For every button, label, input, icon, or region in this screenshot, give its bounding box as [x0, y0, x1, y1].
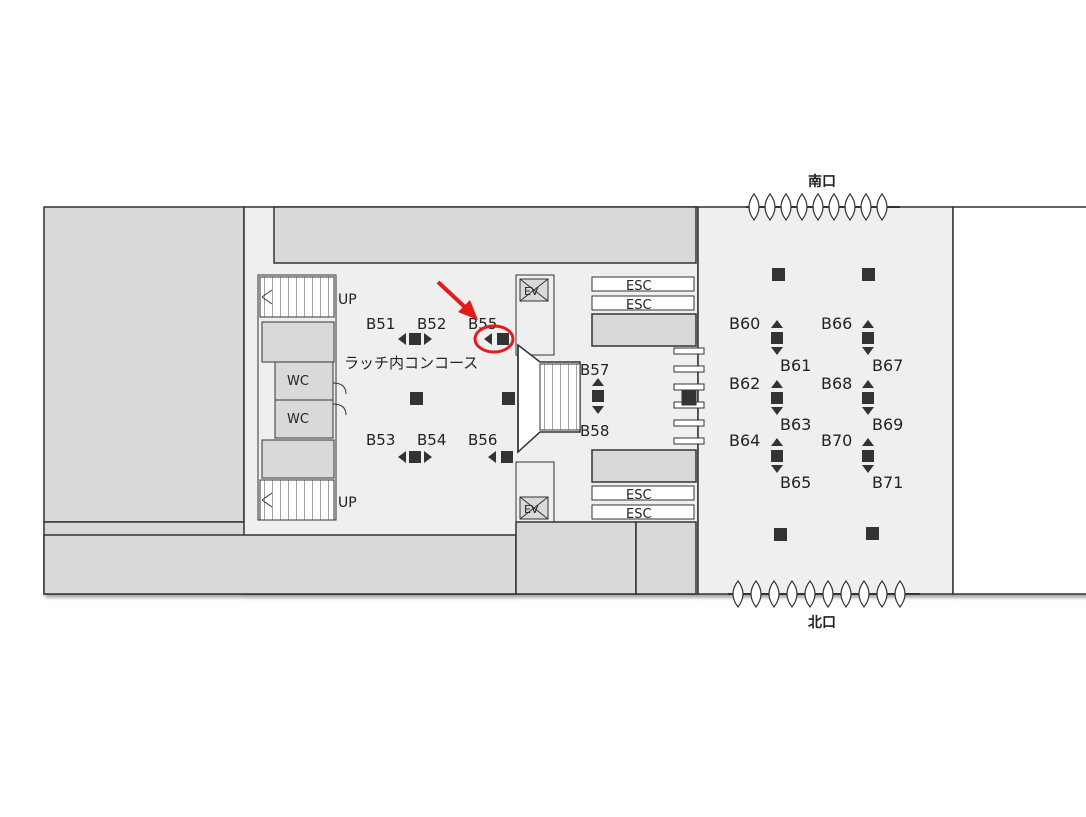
exit-label-b62: B62	[729, 374, 760, 393]
escalators-bottom	[591, 485, 695, 520]
highlight-arrow-shaft	[436, 280, 470, 312]
exit-label-b66: B66	[821, 314, 852, 333]
structural-blocks	[43, 206, 697, 595]
esc-label-2: ESC	[626, 298, 652, 313]
esc-label-3: ESC	[626, 488, 652, 503]
north-gate-label: 北口	[808, 615, 836, 631]
exit-label-b67: B67	[872, 356, 903, 375]
exit-label-b57: B57	[580, 361, 609, 379]
central-staircase	[517, 343, 581, 454]
exit-label-b70: B70	[821, 431, 852, 450]
exit-labels-left: B51 B52 B55 B53 B54 B56 B57 B58	[366, 315, 609, 449]
exit-label-b71: B71	[872, 473, 903, 492]
exit-label-b51: B51	[366, 315, 395, 333]
exit-label-b52: B52	[417, 315, 446, 333]
wc-label-2: WC	[287, 412, 309, 427]
wc-label-1: WC	[287, 374, 309, 389]
exit-label-b61: B61	[780, 356, 811, 375]
exit-label-b58: B58	[580, 422, 609, 440]
elevator-top	[519, 278, 549, 302]
exit-markers-right	[771, 320, 874, 473]
pillars	[410, 268, 879, 541]
restroom-blocks	[261, 321, 347, 479]
exit-label-b54: B54	[417, 431, 446, 449]
south-gate-label: 南口	[808, 173, 836, 190]
exit-label-b64: B64	[729, 431, 760, 450]
highlight-arrow-head	[458, 300, 478, 320]
south-gate-doors	[746, 193, 900, 221]
highlight-circle	[473, 324, 515, 354]
exit-label-b56: B56	[468, 431, 497, 449]
exit-markers-left	[398, 333, 604, 463]
concourse-label: ラッチ内コンコース	[344, 354, 478, 372]
esc-label-4: ESC	[626, 507, 652, 522]
target-exit-highlight	[436, 280, 515, 354]
exit-label-b60: B60	[729, 314, 760, 333]
ticket-gates	[673, 347, 705, 445]
esc-label-1: ESC	[626, 279, 652, 294]
exit-label-b65: B65	[780, 473, 811, 492]
exit-label-b63: B63	[780, 415, 811, 434]
elevator-bottom	[519, 496, 549, 520]
up-label-top: UP	[338, 292, 357, 308]
exit-label-b53: B53	[366, 431, 395, 449]
exit-label-b55: B55	[468, 315, 497, 333]
exit-label-b69: B69	[872, 415, 903, 434]
north-gate-doors	[728, 580, 920, 608]
stairs-up-bottom	[259, 479, 335, 521]
up-label-bottom: UP	[338, 495, 357, 511]
ev-label-bottom: EV	[524, 503, 539, 516]
exit-labels-right: B60 B61 B62 B63 B64 B65 B66 B67 B68 B69 …	[729, 314, 903, 492]
ev-label-top: EV	[524, 285, 539, 298]
stairs-up-top	[259, 276, 335, 318]
escalators-top	[591, 276, 695, 311]
exit-label-b68: B68	[821, 374, 852, 393]
